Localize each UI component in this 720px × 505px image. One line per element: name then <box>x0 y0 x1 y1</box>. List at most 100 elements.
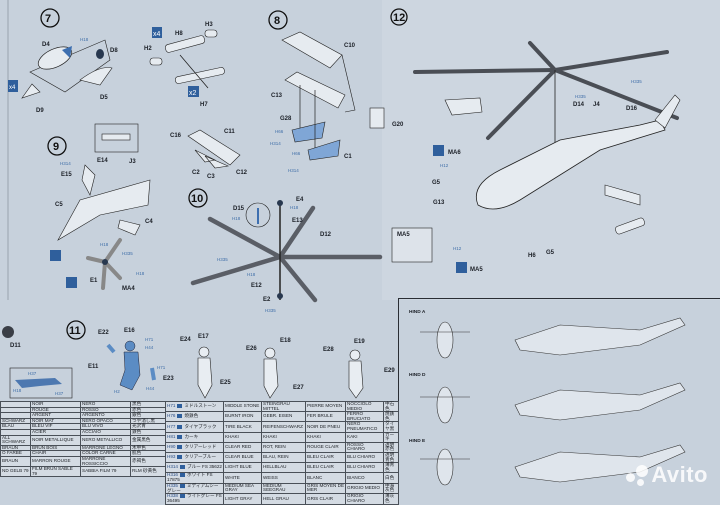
part-label: E23 <box>163 376 174 382</box>
part-label: C10 <box>344 43 356 49</box>
part-label: E14 <box>97 158 108 164</box>
table-cell: MEDIUM SEEGRAU <box>261 482 306 495</box>
table-cell: CLEAR BLUE <box>223 451 262 464</box>
part-label: H7 <box>200 102 208 108</box>
paint-name-jp: ホワイト FS 17875 <box>167 472 213 483</box>
table-cell: GRIS MOYEN DE MER <box>305 482 346 495</box>
step-number: 8 <box>274 15 280 27</box>
paint-name-jp: クリアーブルー <box>184 454 217 460</box>
part-label: D9 <box>36 108 44 114</box>
part-label: H2 <box>144 46 152 52</box>
part-label: E26 <box>246 346 257 352</box>
table-cell: NERO METALLICO <box>80 434 131 446</box>
step-12: 12 MA6 G5 G13 MA5 MA5 H6 G5 D14 J4 D16 H… <box>390 8 681 273</box>
part-label: E16 <box>124 328 135 334</box>
table-cell: KHAKI <box>223 431 262 443</box>
part-label: D8 <box>110 48 118 54</box>
paint-code: H76 <box>167 413 176 419</box>
paint-name-jp: カーキ <box>184 433 199 439</box>
paint-code: H316 <box>167 472 178 478</box>
part-label: D12 <box>320 232 332 238</box>
paint-callout: H335 <box>217 257 228 262</box>
paint-swatch-icon <box>177 444 183 449</box>
table-cell: PIERRE MOYEN <box>305 400 346 413</box>
paint-callout: H335 <box>265 308 276 313</box>
table-cell: ROSSO CHIARO <box>345 441 384 453</box>
part-label: MA6 <box>448 150 461 156</box>
part-label: E28 <box>323 347 334 353</box>
paint-callout: H18 <box>290 205 299 210</box>
table-cell: ND GELB 79 <box>0 466 31 478</box>
paint-callout: H314 <box>288 168 299 173</box>
paint-callout: H18 <box>80 37 89 42</box>
table-cell: WEISS <box>261 472 306 484</box>
table-cell: BLAU, REIN <box>261 451 306 464</box>
table-cell: カーキ <box>383 431 399 443</box>
part-label: MA5 <box>397 232 410 238</box>
table-cell: BURNT IRON <box>223 411 262 423</box>
paint-name-jp: ライトグレー FS 36495 <box>167 493 222 503</box>
part-label: C5 <box>55 202 63 208</box>
table-cell: MARRONE ROSSICCIO <box>80 455 131 468</box>
paint-callout: H2 <box>114 389 120 394</box>
paint-code: H93 <box>167 454 176 460</box>
table-cell: FER BRULE <box>305 411 346 423</box>
table-cell: BLANC <box>305 472 346 484</box>
paint-code: H314 <box>167 464 178 470</box>
part-label: H6 <box>528 253 536 259</box>
paint-code: H335 <box>167 482 178 488</box>
paint-callout: H18 <box>247 272 256 277</box>
paint-code-cell: H76 焼鉄色 <box>165 411 224 423</box>
part-label: C2 <box>192 170 200 176</box>
paint-name-jp: タイヤブラック <box>184 423 217 429</box>
paint-callout: H12 <box>440 163 449 168</box>
table-cell: NOIR DE PNEU <box>305 421 346 433</box>
paint-name-jp: 焼鉄色 <box>184 413 199 419</box>
profile-label-hind-e: HIND E <box>409 439 426 444</box>
part-label: E19 <box>354 339 365 345</box>
part-label: C12 <box>236 170 248 176</box>
table-cell: WHITE <box>223 472 262 484</box>
part-label: C11 <box>224 129 235 135</box>
table-cell: NOCCIOLO MEDIO <box>345 400 384 413</box>
part-label: C4 <box>145 219 153 225</box>
paint-swatch-icon <box>177 434 183 439</box>
part-label: E24 <box>180 337 191 343</box>
table-cell: GRIGIO CHIARO <box>345 493 384 505</box>
paint-name-jp: ミディアムシーグレー <box>167 482 219 493</box>
part-label: E13 <box>292 218 303 224</box>
table-cell: BLEU CLAIR <box>305 451 346 464</box>
table-cell: ALL SCHWARZ <box>0 434 31 446</box>
paint-callout: H44 <box>145 345 154 350</box>
part-label: H3 <box>205 22 213 28</box>
part-label: G13 <box>433 200 445 206</box>
table-cell: LIGHT GRAY <box>223 493 262 505</box>
paint-callout: H18 <box>136 271 145 276</box>
step-number: 10 <box>191 193 203 205</box>
paint-swatch-icon <box>179 473 185 478</box>
table-cell: タイヤ黒 <box>383 421 399 433</box>
step-9: 9 E14 J3 E15 C5 C4 E1 MA4 H314 H18 H335 … <box>47 123 153 292</box>
part-label: MA4 <box>122 286 135 292</box>
paint-name-jp: ブルー FS 35622 <box>186 464 222 470</box>
paint-callout: H37 <box>28 371 37 376</box>
table-cell: BIANCO <box>345 472 384 484</box>
table-cell: 薄青色 <box>383 462 399 474</box>
table-cell: KAKI <box>345 431 384 443</box>
paint-callout: H18 <box>13 388 22 393</box>
table-cell: ROT, REIN <box>261 441 306 453</box>
paint-callout: H12 <box>453 246 462 251</box>
part-label: D5 <box>100 95 108 101</box>
